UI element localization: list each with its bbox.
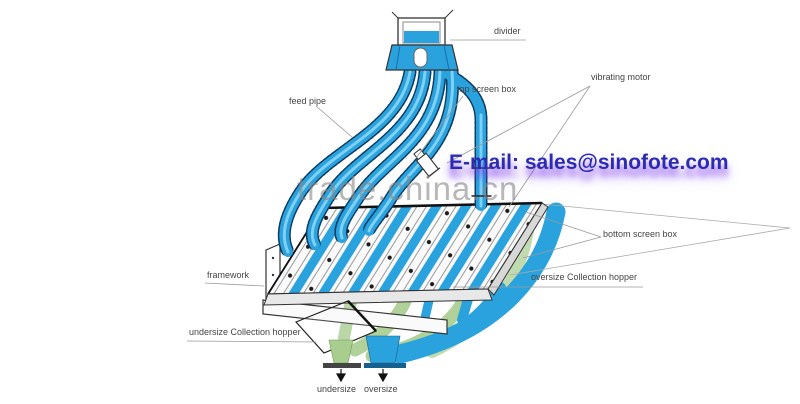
outlet-arrows [335,369,389,383]
label-oversize-outlet: oversize [364,384,398,394]
watermark-text: trade.china.cn [297,170,519,207]
oversize-spout [364,335,406,368]
leader-lines [186,39,643,343]
label-top-screen-box: top screen box [457,84,517,94]
label-framework: framework [207,270,250,280]
feed-pipes [277,63,492,259]
label-undersize-outlet: undersize [317,384,357,394]
label-divider: divider [494,26,521,36]
label-vibrating-motor: vibrating motor [591,72,651,82]
label-oversize-collection-hopper: oversize Collection hopper [531,272,638,282]
undersize-hopper [294,300,378,368]
label-undersize-collection-hopper: undersize Collection hopper [189,327,301,337]
divider-box [385,9,459,71]
label-bottom-screen-box: bottom screen box [603,229,678,239]
label-feed-pipe: feed pipe [289,96,327,106]
oversize-hopper-outline [509,203,791,276]
email-overlay: E-mail: sales@sinofote.com [449,151,729,174]
